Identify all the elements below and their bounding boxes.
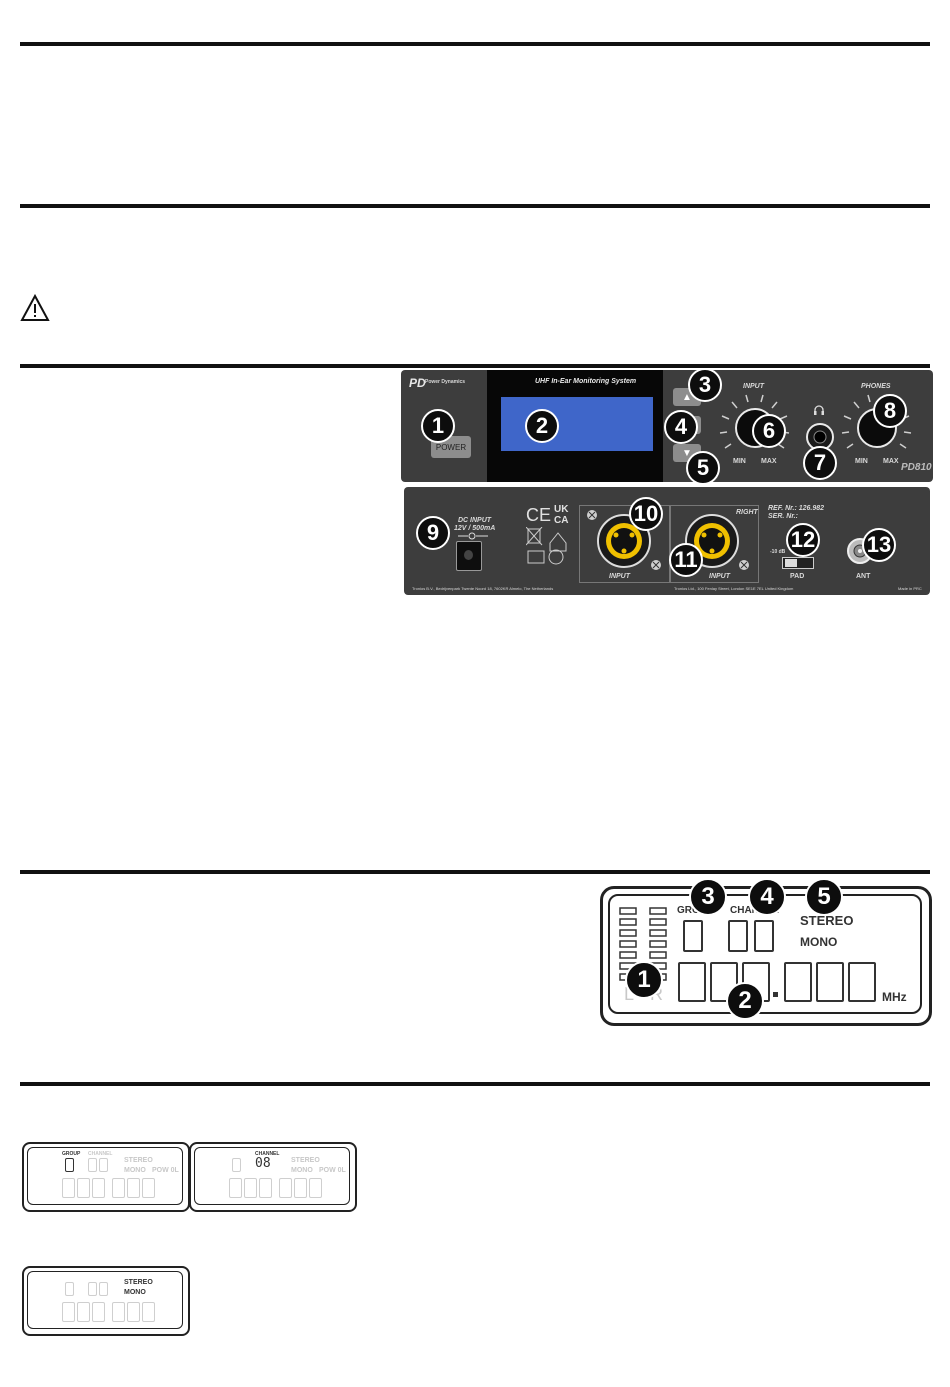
thumb2-channel-value: 08: [255, 1156, 271, 1171]
input-right-label: INPUT: [709, 573, 730, 580]
ukca-mark-bottom: CA: [554, 515, 569, 526]
lcd-freq-digit-1: [678, 962, 706, 1002]
callout-front-6: 6: [752, 414, 786, 448]
thumb1-channel-label: CHANNEL: [88, 1151, 113, 1157]
thumb1-mono-label: MONO: [124, 1167, 146, 1174]
lcd-left-channel: L: [624, 984, 635, 1004]
thumb2-channel-label: CHANNEL: [255, 1151, 280, 1157]
brand-sub: Power Dynamics: [425, 379, 466, 385]
ce-mark: CE: [526, 505, 552, 525]
lcd-mono-label: MONO: [800, 935, 838, 949]
callout-lcd-1: 1: [625, 961, 663, 999]
input-left-box: [579, 505, 671, 583]
callout-rear-9: 9: [416, 516, 450, 550]
pad-switch[interactable]: [782, 557, 814, 569]
lcd-group-digit: [683, 920, 703, 952]
lcd-thumb-stereo-mono: STEREO MONO: [22, 1266, 190, 1336]
callout-front-3: 3: [688, 368, 722, 402]
lcd-channel-digit-1: [728, 920, 748, 952]
pad-label: PAD: [790, 573, 805, 580]
thumb3-stereo-label: STEREO: [124, 1279, 153, 1286]
input-min-label: MIN: [733, 458, 746, 465]
footer-left: Tronios B.V., Bedrijvenpark Twente Noord…: [412, 586, 554, 591]
polarity-icon: [458, 532, 488, 540]
thumb1-stereo-label: STEREO: [124, 1157, 153, 1164]
lcd-stereo-label: STEREO: [800, 913, 854, 928]
warning-icon: [20, 294, 50, 321]
section-rule-2: [20, 204, 930, 208]
lcd-freq-digit-2: [710, 962, 738, 1002]
lcd-channel-digit-2: [754, 920, 774, 952]
lcd-freq-digit-5: [816, 962, 844, 1002]
input-right-box: [669, 505, 759, 583]
input-right-combo-jack[interactable]: [670, 507, 754, 577]
callout-lcd-3: 3: [689, 878, 727, 916]
callout-lcd-5: 5: [805, 878, 843, 916]
brand-logo: PD: [409, 376, 426, 390]
phones-knob-label: PHONES: [861, 383, 891, 390]
lcd-freq-digit-6: [848, 962, 876, 1002]
ukca-mark-top: UK: [554, 504, 569, 515]
lcd-decimal-point: [773, 992, 778, 997]
pad-value: -10 dB: [770, 549, 786, 555]
dc-input-jack[interactable]: [456, 541, 482, 571]
rear-panel: DC INPUT 12V / 500mA CE UK CA INPUT RIGH…: [404, 487, 930, 595]
callout-front-4: 4: [664, 410, 698, 444]
thumb2-mono-label: MONO: [291, 1167, 313, 1174]
headphone-jack[interactable]: [805, 422, 835, 452]
phones-min-label: MIN: [855, 458, 868, 465]
footer-mid: Tronios Ltd., 100 Fenlay Street, London …: [674, 586, 794, 591]
input-knob-label: INPUT: [743, 383, 764, 390]
section-rule-5: [20, 1082, 930, 1086]
callout-front-7: 7: [803, 446, 837, 480]
callout-rear-11: 11: [669, 543, 703, 577]
footer-right: Made in PRC: [898, 586, 922, 591]
ser-number: SER. Nr.:: [768, 513, 798, 520]
callout-rear-13: 13: [862, 528, 896, 562]
ref-number: REF. Nr.: 126.982: [768, 505, 825, 512]
section-rule-1: [20, 42, 930, 46]
lcd-screen: [501, 397, 653, 451]
thumb2-pow-label: POW 0L: [319, 1167, 346, 1174]
lcd-freq-digit-4: [784, 962, 812, 1002]
dc-input-label: DC INPUT: [458, 517, 492, 524]
section-rule-3: [20, 364, 930, 368]
right-label: RIGHT: [736, 509, 758, 516]
thumb2-stereo-label: STEREO: [291, 1157, 320, 1164]
weee-icon: [526, 527, 567, 565]
lcd-thumb-channel: CHANNEL 08 STEREO MONO POW 0L: [189, 1142, 357, 1212]
thumb1-pow-label: POW 0L: [152, 1167, 179, 1174]
callout-lcd-2: 2: [726, 982, 764, 1020]
phones-max-label: MAX: [883, 458, 899, 465]
ant-label: ANT: [856, 573, 871, 580]
display-bezel: UHF In-Ear Monitoring System: [487, 370, 663, 482]
callout-front-5: 5: [686, 451, 720, 485]
callout-front-1: 1: [421, 409, 455, 443]
lcd-thumb-group: GROUP CHANNEL STEREO MONO POW 0L: [22, 1142, 190, 1212]
display-title: UHF In-Ear Monitoring System: [535, 378, 637, 385]
dc-spec-label: 12V / 500mA: [454, 525, 496, 532]
callout-front-8: 8: [873, 394, 907, 428]
callout-lcd-4: 4: [748, 878, 786, 916]
section-rule-4: [20, 870, 930, 874]
input-max-label: MAX: [761, 458, 777, 465]
input-left-label: INPUT: [609, 573, 630, 580]
lcd-mhz-label: MHz: [882, 990, 907, 1004]
callout-rear-12: 12: [786, 523, 820, 557]
thumb1-group-label: GROUP: [62, 1151, 81, 1157]
callout-front-2: 2: [525, 409, 559, 443]
thumb1-group-digit: [65, 1158, 74, 1172]
model-label: PD810: [901, 462, 932, 473]
headphone-icon: [814, 405, 824, 415]
thumb3-mono-label: MONO: [124, 1289, 146, 1296]
callout-rear-10: 10: [629, 497, 663, 531]
